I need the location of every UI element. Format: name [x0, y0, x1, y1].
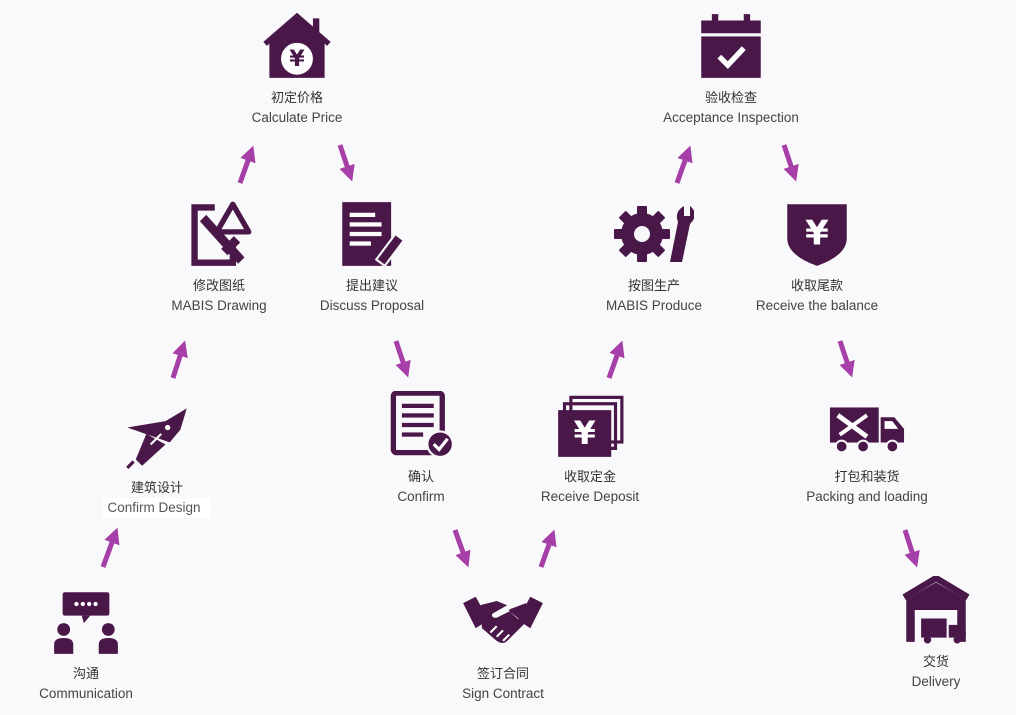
arrow-price-to-proposal	[337, 144, 355, 182]
step-label-en: Communication	[39, 686, 133, 701]
step-design: 建筑设计 Confirm Design	[57, 402, 257, 518]
step-label-zh: 按图生产	[627, 279, 680, 294]
step-label-en: Discuss Proposal	[319, 298, 425, 313]
step-contract: 签订合同 Sign Contract	[403, 588, 603, 704]
step-label-zh: 初定价格	[270, 91, 323, 106]
drawing-tools-icon	[191, 201, 252, 266]
step-label-zh: 确认	[407, 470, 434, 485]
arrow-communication-to-design	[100, 527, 120, 568]
step-label-zh: 收取尾款	[790, 279, 843, 294]
step-label-en: Calculate Price	[251, 110, 343, 125]
arrow-design-to-drawing	[170, 340, 188, 379]
step-label-zh: 收取定金	[563, 470, 616, 485]
calendar-check-icon	[701, 14, 761, 78]
pen-nib-icon	[126, 408, 187, 470]
checklist-icon	[390, 391, 454, 458]
arrow-confirm-to-contract	[452, 529, 471, 568]
svg-text:¥: ¥	[289, 46, 305, 72]
step-proposal: 提出建议 Discuss Proposal	[272, 200, 472, 316]
step-label-en: Confirm	[397, 489, 445, 504]
step-label-zh: 验收检查	[704, 91, 757, 106]
step-label-en: Acceptance Inspection	[663, 110, 799, 125]
yen-bills-icon: ¥	[558, 395, 624, 457]
step-produce: 按图生产 MABIS Produce	[554, 200, 754, 316]
step-delivery: 交货 Delivery	[836, 576, 1016, 692]
step-balance: ¥ 收取尾款 Receive the balance	[717, 200, 917, 316]
step-label-zh: 建筑设计	[130, 481, 183, 496]
arrow-contract-to-deposit	[538, 529, 557, 568]
arrow-deposit-to-produce	[606, 340, 625, 379]
step-label-zh: 签订合同	[476, 667, 529, 682]
step-drawing: 修改图纸 MABIS Drawing	[119, 200, 319, 316]
svg-text:¥: ¥	[805, 214, 829, 254]
step-label-en: Delivery	[911, 674, 961, 689]
step-deposit: ¥ 收取定金 Receive Deposit	[490, 391, 690, 507]
step-communication: 沟通 Communication	[0, 588, 186, 704]
step-label-en: Receive Deposit	[540, 489, 640, 504]
step-label-en: Receive the balance	[755, 298, 879, 313]
communication-icon	[54, 592, 118, 654]
step-label-zh: 交货	[922, 655, 949, 670]
document-edit-icon	[342, 202, 406, 268]
step-label-en: MABIS Produce	[605, 298, 703, 313]
arrow-proposal-to-confirm	[393, 340, 411, 378]
arrow-balance-to-packing	[837, 340, 855, 378]
step-label-en: Confirm Design	[103, 498, 211, 518]
arrow-inspection-to-balance	[781, 144, 799, 182]
yen-shield-icon: ¥	[787, 204, 847, 266]
step-label-en: MABIS Drawing	[171, 298, 267, 313]
step-label-zh: 打包和装货	[834, 470, 900, 485]
house-yen-icon: ¥	[263, 12, 331, 78]
arrow-packing-to-delivery	[902, 529, 920, 568]
step-inspection: 验收检查 Acceptance Inspection	[631, 12, 831, 128]
step-label-zh: 沟通	[72, 667, 99, 682]
step-label-zh: 提出建议	[345, 279, 398, 294]
handshake-icon	[463, 596, 543, 643]
step-packing: 打包和装货 Packing and loading	[767, 391, 967, 507]
svg-text:¥: ¥	[574, 414, 596, 452]
step-label-en: Packing and loading	[806, 489, 928, 504]
step-label-zh: 修改图纸	[192, 279, 245, 294]
step-confirm: 确认 Confirm	[321, 391, 521, 507]
tool-truck-icon	[829, 407, 905, 454]
arrow-drawing-to-price	[237, 145, 256, 184]
gear-wrench-icon	[614, 206, 694, 262]
warehouse-truck-icon	[902, 576, 970, 644]
step-label-en: Sign Contract	[462, 686, 544, 701]
arrow-produce-to-inspection	[674, 145, 693, 184]
step-price: ¥ 初定价格 Calculate Price	[197, 12, 397, 128]
